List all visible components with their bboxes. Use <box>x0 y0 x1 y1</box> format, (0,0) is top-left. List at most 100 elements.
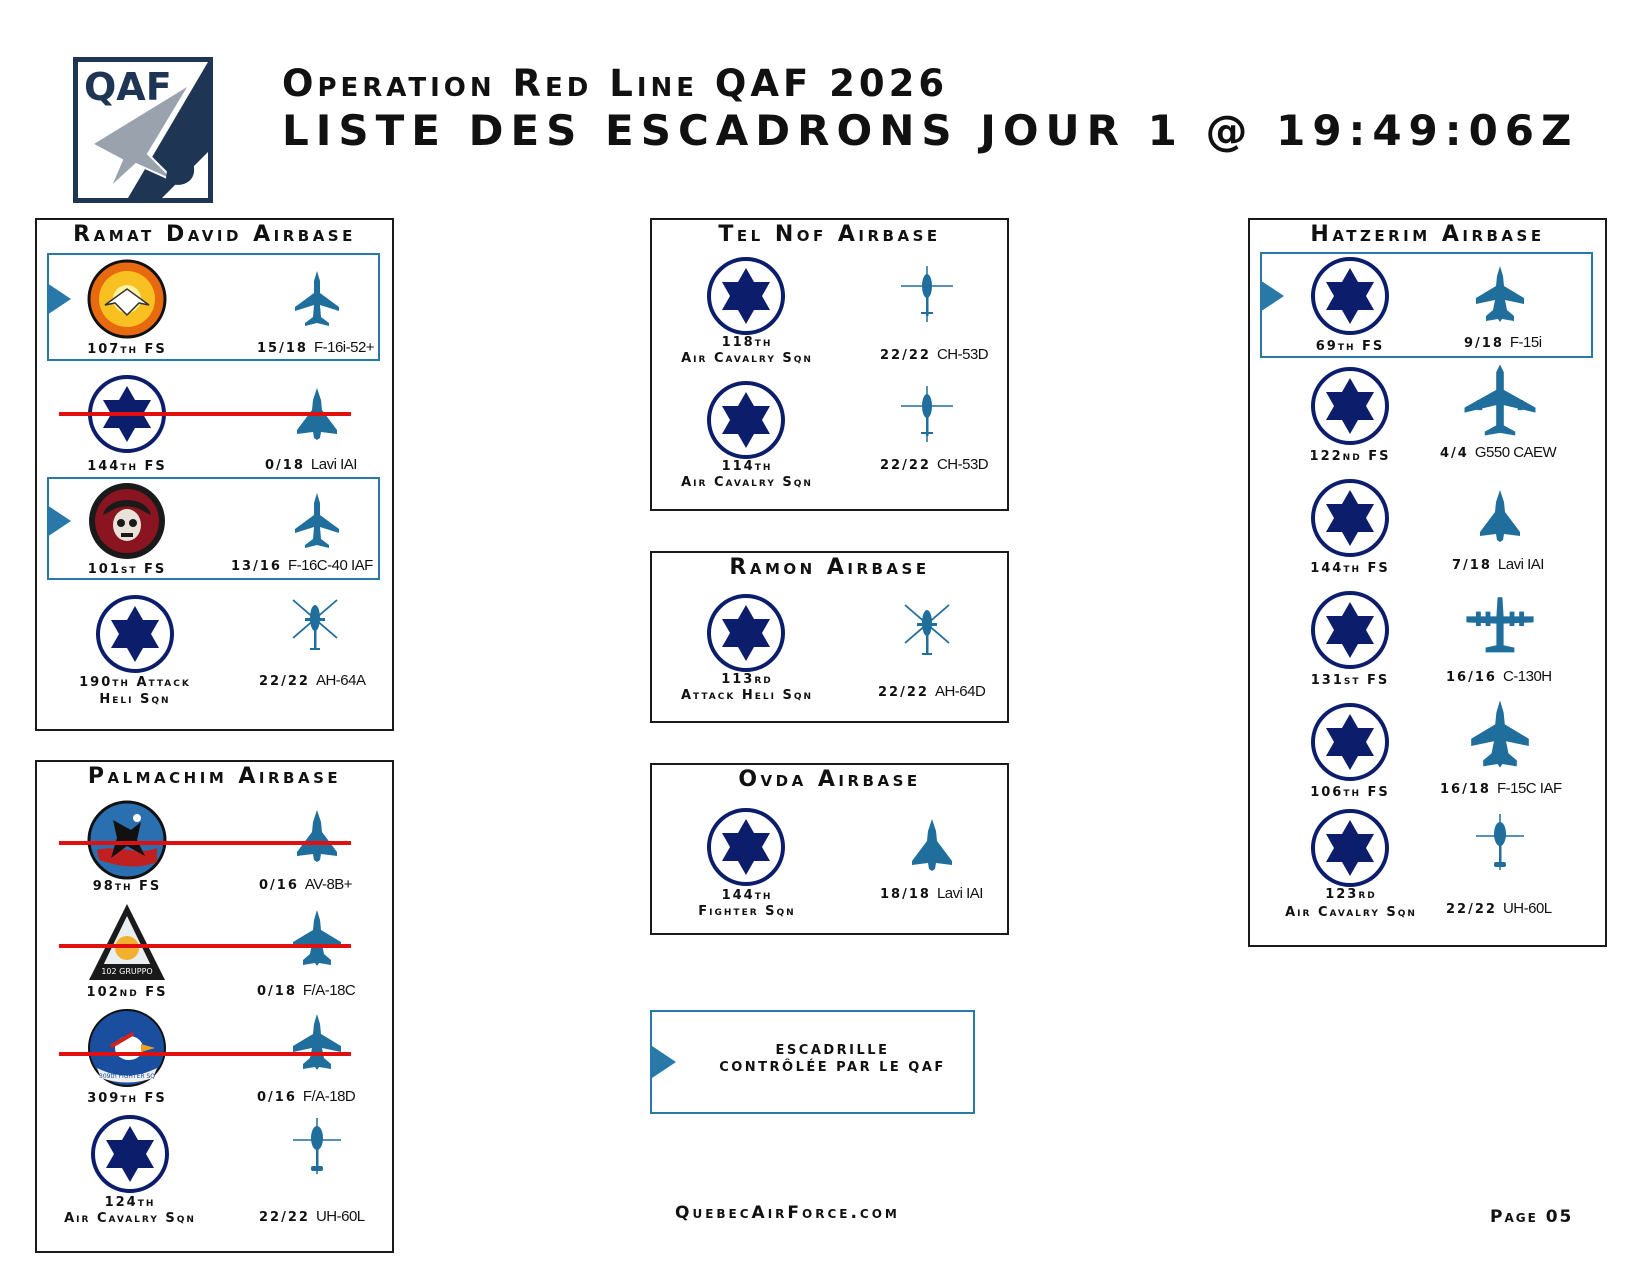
star-of-david-roundel-icon <box>1310 478 1390 558</box>
squadron-name-line2: Air Cavalry Sqn <box>681 351 813 366</box>
squadron-name: 106th FS <box>1310 785 1390 800</box>
star-of-david-roundel-icon <box>706 256 786 336</box>
star-of-david-roundel-icon <box>706 593 786 673</box>
squadron-name: 101st FS <box>87 562 167 577</box>
destroyed-strike-line <box>59 412 351 416</box>
aircraft-available: 13/16 <box>231 559 282 574</box>
squadron-name: 118th <box>721 335 773 350</box>
squadron-name: 144th <box>721 888 773 903</box>
aircraft-available: 9/18 <box>1464 336 1504 351</box>
squadron-name-line2: Air Cavalry Sqn <box>1285 905 1417 920</box>
aircraft-available: 16/18 <box>1440 782 1491 797</box>
star-of-david-roundel-icon <box>1310 590 1390 670</box>
badge-label: 309th FIGHTER SQ <box>99 1073 155 1080</box>
squadron-name-line2: Attack Heli Sqn <box>680 688 814 703</box>
squadron-name: 102nd FS <box>86 985 168 1000</box>
squadron-name: 122nd FS <box>1309 449 1391 464</box>
aircraft-type: UH-60L <box>1502 900 1552 917</box>
twin-jet-fighter-icon <box>287 908 347 968</box>
star-of-david-roundel-icon <box>706 807 786 887</box>
star-of-david-roundel-icon <box>95 594 175 674</box>
squadron-name-line2: Air Cavalry Sqn <box>681 475 813 490</box>
squadron-name: 123rd <box>1325 887 1377 902</box>
aircraft-available: 0/16 <box>257 1090 297 1105</box>
aircraft-available: 22/22 <box>259 674 310 689</box>
squadron-row[interactable]: 106th FS 16/18 F-15C IAF <box>1250 698 1605 806</box>
twin-jet-fighter-icon <box>1470 264 1530 324</box>
airbase-title: Tel Nof Airbase <box>718 222 941 247</box>
aircraft-type: F-15C IAF <box>1496 780 1562 797</box>
aircraft-available: 15/18 <box>257 341 308 356</box>
aircraft-available: 4/4 <box>1440 446 1469 461</box>
controlled-arrow-icon <box>652 1046 676 1078</box>
jet-fighter-icon <box>287 269 347 329</box>
aircraft-count: 0/16 F/A-18D <box>257 1088 356 1105</box>
aircraft-count: 22/22 AH-64A <box>259 672 366 689</box>
aircraft-type: F/A-18D <box>302 1088 356 1105</box>
aircraft-type: CH-53D <box>936 346 989 363</box>
transport-helicopter-icon <box>897 384 957 444</box>
star-of-david-roundel-icon <box>1310 808 1390 888</box>
squadron-name: 190th Attack <box>79 675 191 690</box>
aircraft-type: AH-64A <box>315 672 366 689</box>
star-of-david-roundel-icon <box>1310 702 1390 782</box>
legend-text: ESCADRILLE CONTRÔLÉE PAR LE QAF <box>719 1043 946 1075</box>
attack-helicopter-icon <box>897 599 957 659</box>
aircraft-type: Lavi IAI <box>310 456 358 473</box>
controlled-arrow-icon <box>47 505 71 537</box>
star-of-david-roundel-icon <box>1310 366 1390 446</box>
aircraft-type: G550 CAEW <box>1474 444 1557 461</box>
squadron-name: 144th FS <box>1310 561 1390 576</box>
utility-helicopter-icon <box>287 1116 347 1176</box>
airbase-title: Ovda Airbase <box>738 767 921 792</box>
aircraft-count: 18/18 Lavi IAI <box>880 885 983 902</box>
airbase-title: Ramat David Airbase <box>73 222 356 247</box>
eagle-emblem-icon <box>87 800 167 880</box>
airbase-title: Palmachim Airbase <box>87 764 342 789</box>
squadron-name: 144th FS <box>87 459 167 474</box>
jet-fighter-icon <box>287 806 347 866</box>
star-of-david-roundel-icon <box>90 1114 170 1194</box>
cargo-plane-icon <box>1464 590 1536 662</box>
squadron-name: 124th <box>104 1195 156 1210</box>
controlled-arrow-icon <box>47 283 71 315</box>
aircraft-available: 18/18 <box>880 887 931 902</box>
aircraft-type: Lavi IAI <box>1497 556 1545 573</box>
aircraft-type: UH-60L <box>315 1208 365 1225</box>
aircraft-count: 4/4 G550 CAEW <box>1440 444 1557 461</box>
page-title-line2: LISTE DES ESCADRONS JOUR 1 @ 19:49:06Z <box>282 106 1579 155</box>
squadron-name: 131st FS <box>1310 673 1390 688</box>
squadron-name: 98th FS <box>92 879 162 894</box>
squadron-row[interactable]: 122nd FS 4/4 G550 CAEW <box>1250 362 1605 470</box>
legend-controlled-squadron: ESCADRILLE CONTRÔLÉE PAR LE QAF <box>650 1010 975 1114</box>
aircraft-type: Lavi IAI <box>936 885 984 902</box>
